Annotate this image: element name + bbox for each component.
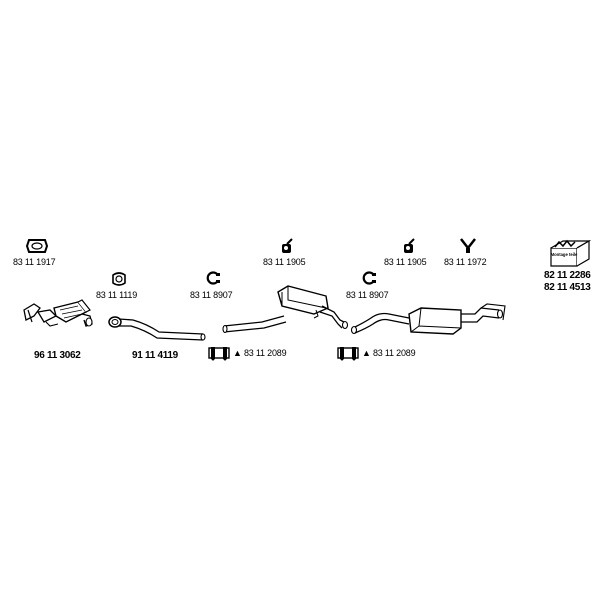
v-hanger-icon	[460, 238, 476, 259]
part-number-clamp-2: 83 11 8907	[346, 290, 389, 300]
part-number-gasket-top: 83 11 1917	[13, 257, 56, 267]
part-number-flange-gasket: 83 11 1119	[96, 290, 138, 300]
kit-box-text: Montage teile	[551, 252, 578, 257]
part-number-mounting-kit-1: 82 11 2286	[544, 270, 591, 281]
part-number-hanger-1: 83 11 1905	[263, 257, 306, 267]
part-number-sleeve-2: 83 11 2089	[373, 348, 416, 358]
clamp-icon	[205, 271, 221, 290]
part-number-sleeve-1: 83 11 2089	[244, 348, 287, 358]
flange-gasket-icon	[111, 272, 127, 291]
center-silencer-icon	[222, 282, 352, 341]
rear-silencer-icon	[349, 302, 509, 343]
mounting-kit-box-icon: Montage teile	[549, 238, 592, 273]
rubber-hanger-icon	[279, 238, 295, 259]
part-number-clamp-1: 83 11 8907	[190, 290, 233, 300]
part-number-hanger-2: 83 11 1905	[384, 257, 427, 267]
clamp-icon	[361, 271, 377, 290]
part-number-mounting-kit-2: 82 11 4513	[544, 282, 591, 293]
part-number-hanger-3: 83 11 1972	[444, 257, 487, 267]
part-number-catalyst: 96 11 3062	[34, 350, 81, 361]
warning-triangle-icon: ▲	[233, 348, 242, 358]
catalytic-converter-icon	[20, 296, 96, 337]
front-pipe-icon	[107, 314, 207, 349]
part-number-front-pipe: 91 11 4119	[132, 350, 178, 361]
sleeve-clamp-icon	[208, 346, 232, 365]
gasket-icon	[25, 238, 49, 259]
sleeve-clamp-icon	[337, 346, 361, 365]
rubber-hanger-icon	[401, 238, 417, 259]
warning-triangle-icon: ▲	[362, 348, 371, 358]
